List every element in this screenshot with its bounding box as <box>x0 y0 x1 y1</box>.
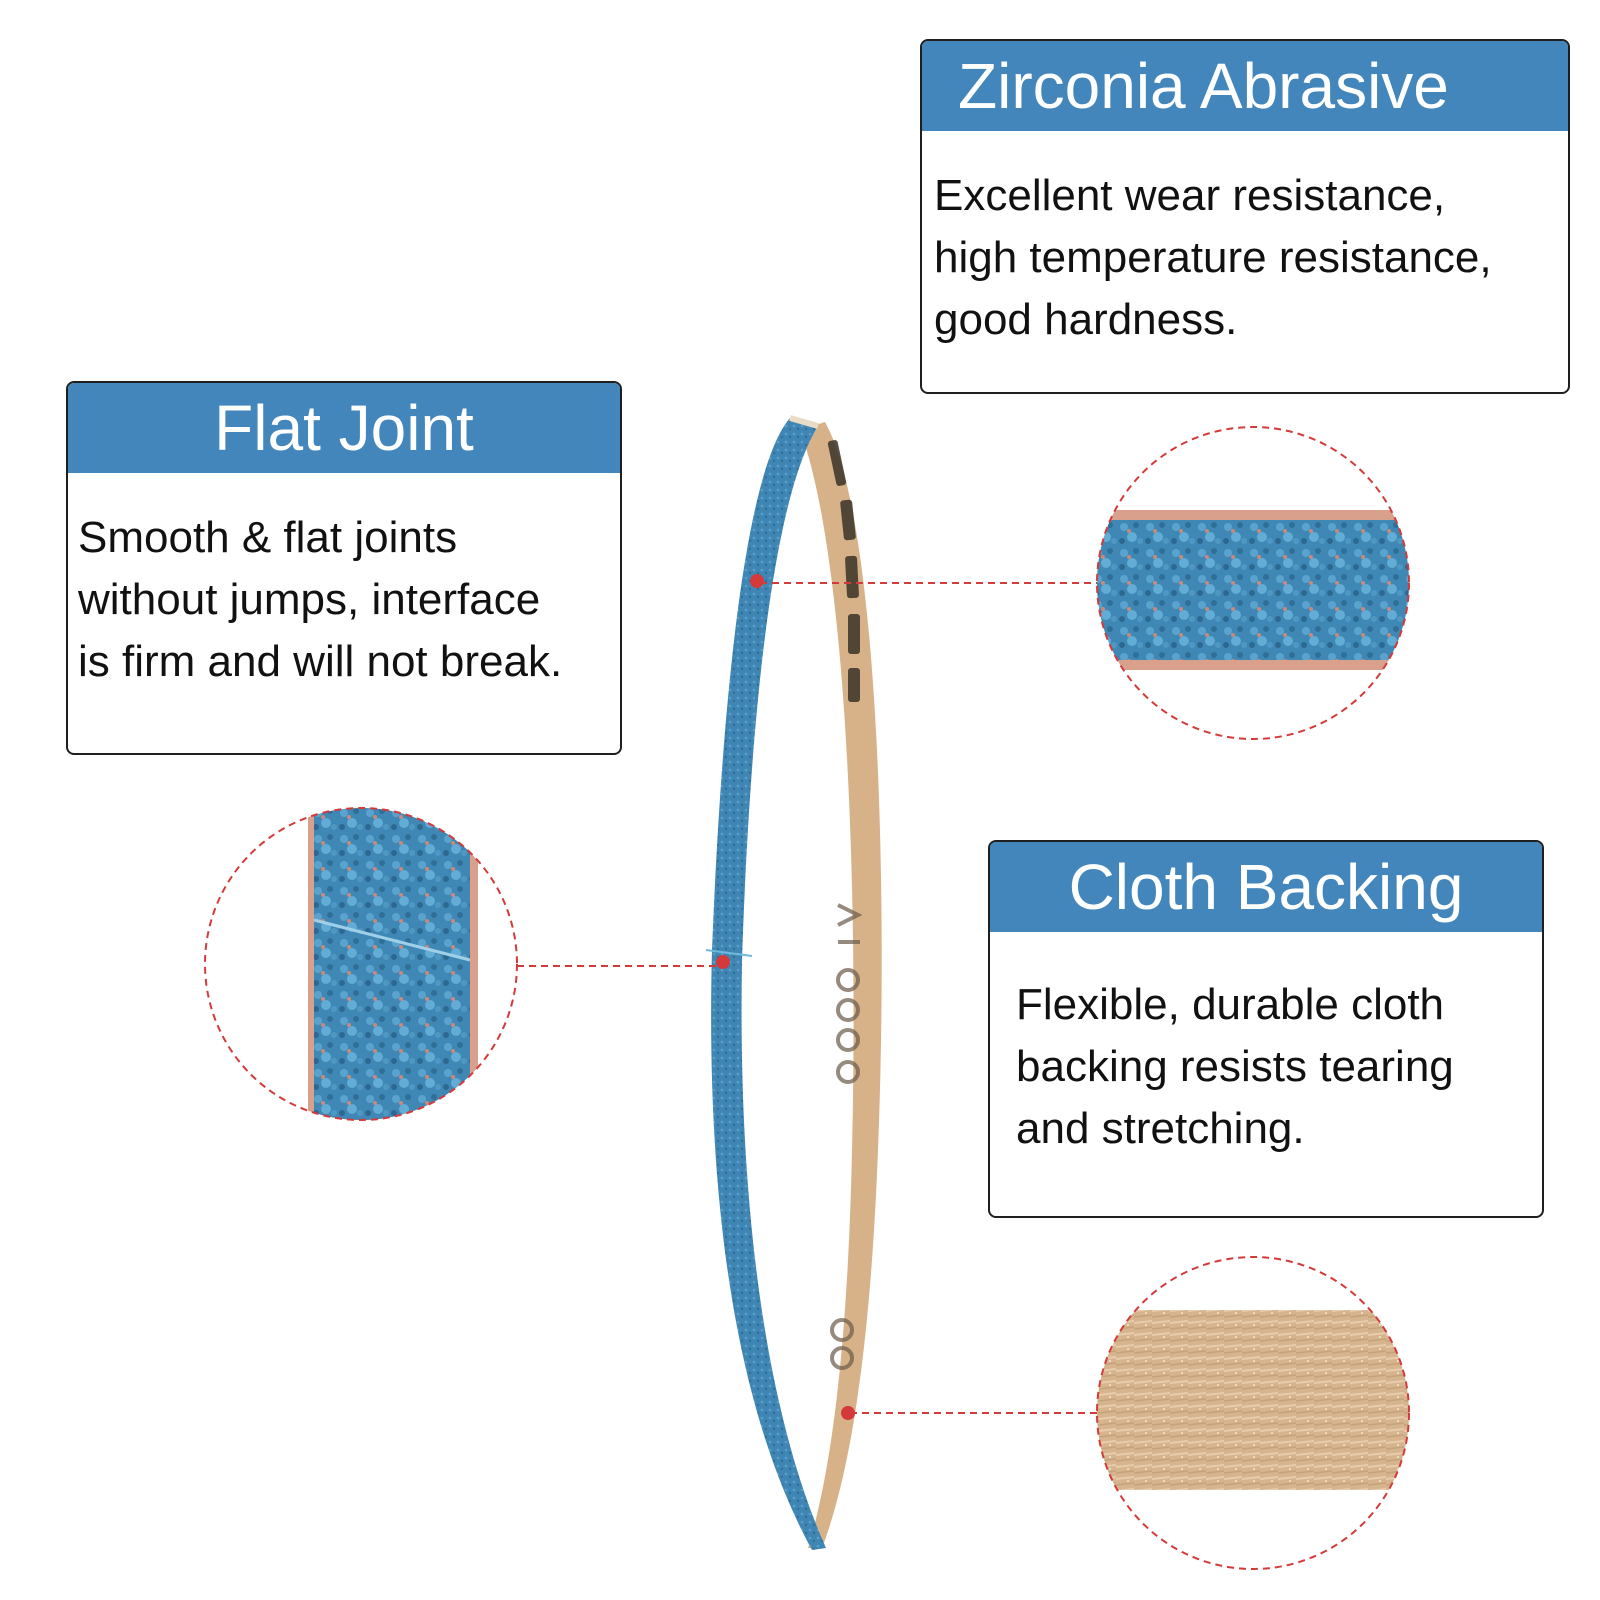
magnifier-zirconia <box>1096 426 1410 740</box>
callout-flat-joint: Flat Joint Smooth & flat joints without … <box>66 381 622 755</box>
dot-zirconia <box>750 574 764 588</box>
callout-body-cloth-backing: Flexible, durable cloth backing resists … <box>990 932 1542 1160</box>
magnifier-cloth <box>1096 1256 1410 1570</box>
leader-dots <box>716 574 855 1420</box>
callout-title-flat-joint: Flat Joint <box>68 383 620 473</box>
callout-line: good hardness. <box>934 295 1238 344</box>
callout-zirconia-abrasive: Zirconia Abrasive Excellent wear resista… <box>920 39 1570 394</box>
callout-body-flat-joint: Smooth & flat joints without jumps, inte… <box>68 473 620 693</box>
belt-joint-seam <box>705 949 753 957</box>
leader-lines <box>517 582 1097 1414</box>
sanding-belt <box>705 415 882 1550</box>
belt-print <box>827 440 860 702</box>
callout-line: is firm and will not break. <box>78 637 563 686</box>
callout-line: without jumps, interface <box>78 575 541 624</box>
belt-top-edge <box>789 415 819 429</box>
callout-line: Flexible, durable cloth <box>1016 980 1445 1029</box>
dot-cloth <box>841 1406 855 1420</box>
callout-line: high temperature resistance, <box>934 233 1492 282</box>
callout-line: and stretching. <box>1016 1104 1305 1153</box>
callout-body-zirconia: Excellent wear resistance, high temperat… <box>922 131 1568 351</box>
magnifier-flat-joint <box>204 807 518 1121</box>
dot-flat-joint <box>716 955 730 969</box>
callout-title-cloth-backing: Cloth Backing <box>990 842 1542 932</box>
callout-line: Excellent wear resistance, <box>934 171 1446 220</box>
belt-abrasive <box>711 418 826 1550</box>
belt-code <box>830 903 863 1370</box>
callout-line: Smooth & flat joints <box>78 513 458 562</box>
callout-cloth-backing: Cloth Backing Flexible, durable cloth ba… <box>988 840 1544 1218</box>
callout-title-zirconia: Zirconia Abrasive <box>922 41 1568 131</box>
callout-line: backing resists tearing <box>1016 1042 1454 1091</box>
belt-backing <box>800 422 882 1548</box>
